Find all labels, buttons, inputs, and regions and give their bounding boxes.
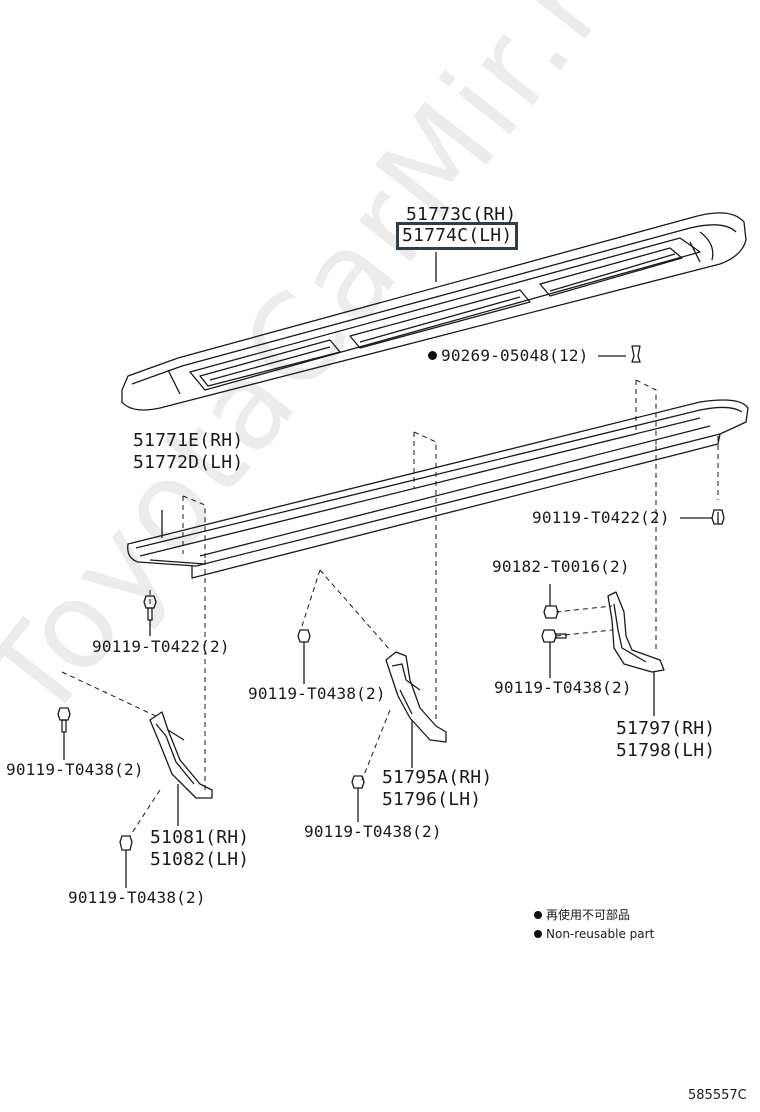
- part-label-rail-lh: 51772D(LH): [133, 452, 244, 473]
- rail-drawing: [127, 399, 749, 579]
- part-label-bolt-left-upper: 90119-T0438(2): [6, 760, 144, 779]
- part-label-bolt-mid-upper: 90119-T0438(2): [248, 684, 386, 703]
- step-cover-drawing: [121, 212, 747, 411]
- legend-en: Non-reusable part: [546, 927, 655, 941]
- part-label-clip: 90269-05048(12): [428, 346, 589, 366]
- part-label-rail-rh: 51771E(RH): [133, 430, 244, 451]
- mid-bracket-drawing: [385, 651, 447, 743]
- rear-bracket-drawing: [607, 591, 665, 673]
- legend-jp: 再使用不可部品: [546, 908, 631, 922]
- part-label-step-lh-highlighted[interactable]: 51774C(LH): [396, 222, 519, 250]
- part-label-bolt-mid-lower: 90119-T0438(2): [304, 822, 442, 841]
- part-label-bolt-left-rail: 90119-T0422(2): [92, 637, 230, 656]
- part-label-nut-right: 90182-T0016(2): [492, 557, 630, 576]
- bolt-shapes: [57, 509, 725, 851]
- clip-number: 90269-05048(12): [441, 346, 589, 365]
- non-reusable-dot-icon: [428, 351, 437, 360]
- front-bracket-drawing: [149, 711, 213, 799]
- part-label-bracket-rear-rh: 51797(RH): [616, 718, 716, 739]
- part-label-bracket-front-lh: 51082(LH): [150, 849, 250, 870]
- part-label-bracket-rear-lh: 51798(LH): [616, 740, 716, 761]
- part-label-bracket-mid-lh: 51796(LH): [382, 789, 482, 810]
- reference-code: 585557C: [688, 1088, 747, 1103]
- part-label-bolt-left-lower: 90119-T0438(2): [68, 888, 206, 907]
- part-label-bolt-right-rail: 90119-T0422(2): [532, 508, 670, 527]
- part-label-step-rh: 51773C(RH): [406, 204, 517, 225]
- part-label-bracket-mid-rh: 51795A(RH): [382, 767, 493, 788]
- part-label-bracket-front-rh: 51081(RH): [150, 827, 250, 848]
- part-label-bolt-right-bracket: 90119-T0438(2): [494, 678, 632, 697]
